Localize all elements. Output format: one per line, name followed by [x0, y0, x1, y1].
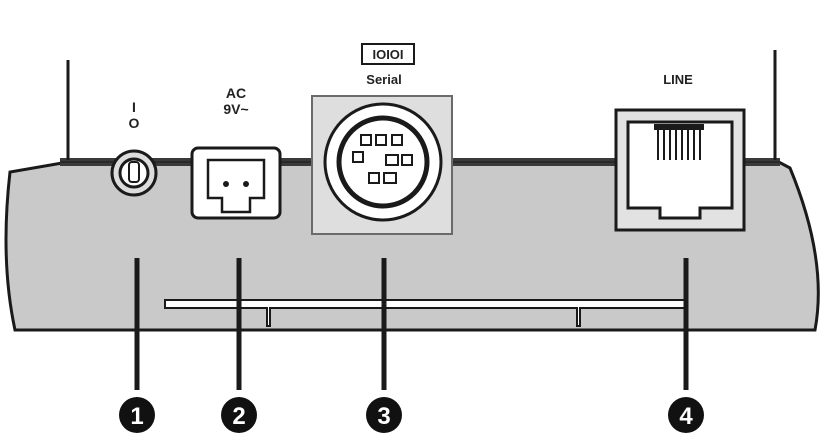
power-off-label: O — [129, 115, 140, 131]
ac-power-jack: AC 9V~ — [190, 85, 282, 220]
serial-label: Serial — [366, 72, 401, 87]
power-switch: I O — [110, 99, 158, 197]
callout-3: 3 — [366, 397, 402, 433]
serial-icon-text: IOIOI — [372, 47, 403, 62]
power-on-label: I — [132, 99, 136, 115]
svg-text:4: 4 — [679, 403, 693, 430]
svg-text:3: 3 — [377, 403, 390, 430]
callout-2: 2 — [221, 397, 257, 433]
ac-label: AC — [226, 85, 246, 101]
line-label: LINE — [663, 72, 693, 87]
serial-port: IOIOI Serial — [311, 43, 453, 235]
callout-4: 4 — [668, 397, 704, 433]
callout-1: 1 — [119, 397, 155, 433]
phone-line-port: LINE — [614, 72, 746, 232]
ac-voltage-label: 9V~ — [223, 101, 248, 117]
callout-leader-lines — [134, 258, 689, 390]
svg-text:2: 2 — [232, 403, 245, 430]
svg-text:1: 1 — [130, 403, 143, 430]
